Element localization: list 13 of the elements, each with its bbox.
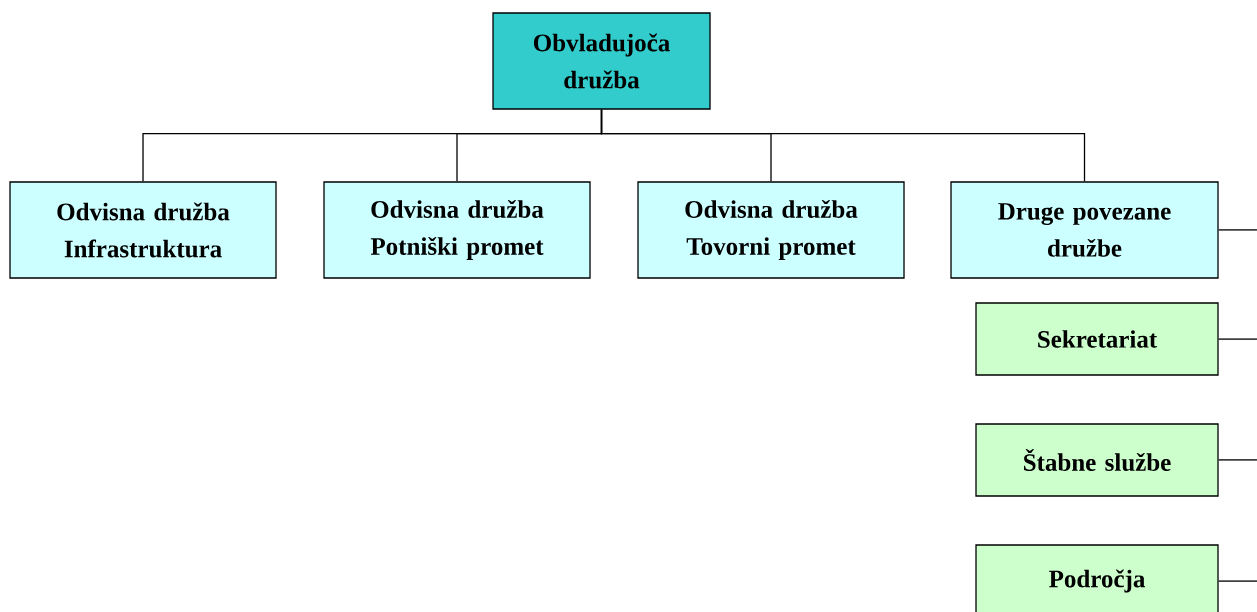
connector-line bbox=[1218, 229, 1257, 231]
org-box: Štabne službe bbox=[975, 423, 1219, 497]
org-box: Področja bbox=[975, 544, 1219, 612]
connector-line bbox=[1218, 338, 1257, 340]
org-box: Druge povezane družbe bbox=[950, 181, 1219, 279]
org-box: Odvisna družba Infrastruktura bbox=[9, 181, 277, 279]
org-box: Obvladujoča družba bbox=[492, 12, 711, 110]
connector-line bbox=[1218, 459, 1257, 461]
org-box: Odvisna družba Potniški promet bbox=[323, 181, 591, 279]
connector-line bbox=[1218, 580, 1257, 582]
connector-line bbox=[600, 109, 1086, 182]
org-box: Odvisna družba Tovorni promet bbox=[637, 181, 905, 279]
org-box: Sekretariat bbox=[975, 302, 1219, 376]
